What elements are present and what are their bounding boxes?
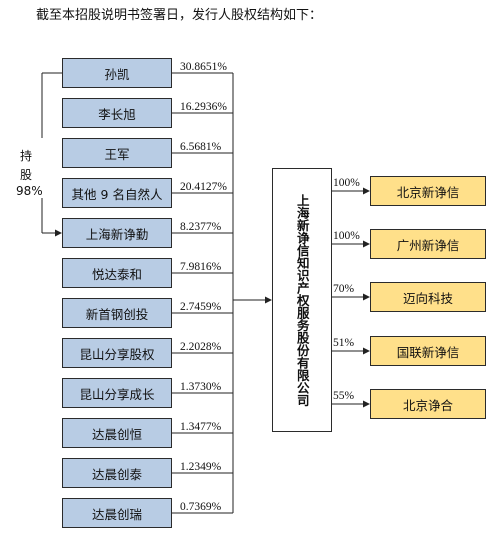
shareholder-box: 达晨创泰 xyxy=(62,458,172,488)
company-box: 上海新诤信知识产权服务股份有限公司 xyxy=(272,168,332,432)
subsidiary-box: 迈向科技 xyxy=(370,282,486,312)
shareholder-name: 悦达泰和 xyxy=(91,266,142,282)
shareholder-box: 李长旭 xyxy=(62,98,172,128)
shareholder-box: 孙凯 xyxy=(62,58,172,88)
shareholder-percent: 1.3477% xyxy=(180,421,222,433)
shareholder-box: 悦达泰和 xyxy=(62,258,172,288)
shareholder-box: 其他 9 名自然人 xyxy=(62,178,172,208)
subsidiary-name: 迈向科技 xyxy=(402,290,453,306)
shareholder-name: 王军 xyxy=(104,146,130,162)
shareholder-name: 昆山分享成长 xyxy=(79,386,155,402)
shareholder-name: 达晨创瑞 xyxy=(91,506,142,522)
subsidiary-arrowhead xyxy=(363,187,370,195)
shareholder-name: 昆山分享股权 xyxy=(79,346,155,362)
subsidiary-name: 北京新诤信 xyxy=(396,184,460,200)
subsidiary-percent: 100% xyxy=(333,177,360,189)
shareholder-percent: 8.2377% xyxy=(180,221,222,233)
shareholder-percent: 30.8651% xyxy=(180,61,227,73)
shareholder-percent: 1.2349% xyxy=(180,461,222,473)
subsidiary-name: 北京诤合 xyxy=(402,397,453,413)
shareholder-name: 上海新诤勤 xyxy=(85,226,149,242)
shareholder-box: 昆山分享股权 xyxy=(62,338,172,368)
shareholder-box: 新首钢创投 xyxy=(62,298,172,328)
shareholder-name: 其他 9 名自然人 xyxy=(71,186,163,202)
company-name: 上海新诤信知识产权服务股份有限公司 xyxy=(294,193,310,407)
subsidiary-arrowhead xyxy=(363,293,370,301)
subsidiary-box: 国联新诤信 xyxy=(370,336,486,366)
shareholder-box: 王军 xyxy=(62,138,172,168)
subsidiary-percent: 51% xyxy=(333,337,355,349)
shareholder-percent: 2.7459% xyxy=(180,301,222,313)
shareholder-percent: 0.7369% xyxy=(180,501,222,513)
intro-text: 截至本招股说明书签署日，发行人股权结构如下： xyxy=(36,8,323,23)
shareholder-percent: 20.4127% xyxy=(180,181,227,193)
shareholder-box: 上海新诤勤 xyxy=(62,218,172,248)
subsidiary-box: 北京新诤信 xyxy=(370,176,486,206)
subsidiary-arrowhead xyxy=(363,400,370,408)
shareholder-box: 达晨创恒 xyxy=(62,418,172,448)
hold-label-1: 持 xyxy=(20,149,33,163)
hold-label-2: 股 xyxy=(20,168,33,182)
subsidiary-box: 广州新诤信 xyxy=(370,229,486,259)
hold-percent-label: 98% xyxy=(16,184,43,198)
hold-bracket-arrowhead xyxy=(55,229,62,237)
shareholder-name: 李长旭 xyxy=(98,106,136,122)
shareholder-percent: 16.2936% xyxy=(180,101,227,113)
shareholder-percent: 6.5681% xyxy=(180,141,222,153)
shareholder-name: 达晨创泰 xyxy=(91,466,142,482)
subsidiary-name: 广州新诤信 xyxy=(396,237,460,253)
shareholder-percent: 2.2028% xyxy=(180,341,222,353)
subsidiary-arrowhead xyxy=(363,347,370,355)
shareholder-name: 达晨创恒 xyxy=(91,426,142,442)
shareholder-box: 昆山分享成长 xyxy=(62,378,172,408)
subsidiary-arrowhead xyxy=(363,240,370,248)
subsidiary-percent: 100% xyxy=(333,230,360,242)
subsidiary-percent: 70% xyxy=(333,283,355,295)
shareholder-percent: 1.3730% xyxy=(180,381,222,393)
bus-to-company-arrowhead xyxy=(265,296,272,304)
subsidiary-percent: 55% xyxy=(333,390,355,402)
shareholder-box: 达晨创瑞 xyxy=(62,498,172,528)
shareholder-name: 孙凯 xyxy=(104,66,130,82)
subsidiary-name: 国联新诤信 xyxy=(396,344,460,360)
shareholder-name: 新首钢创投 xyxy=(85,306,149,322)
subsidiary-box: 北京诤合 xyxy=(370,389,486,419)
shareholder-percent: 7.9816% xyxy=(180,261,222,273)
